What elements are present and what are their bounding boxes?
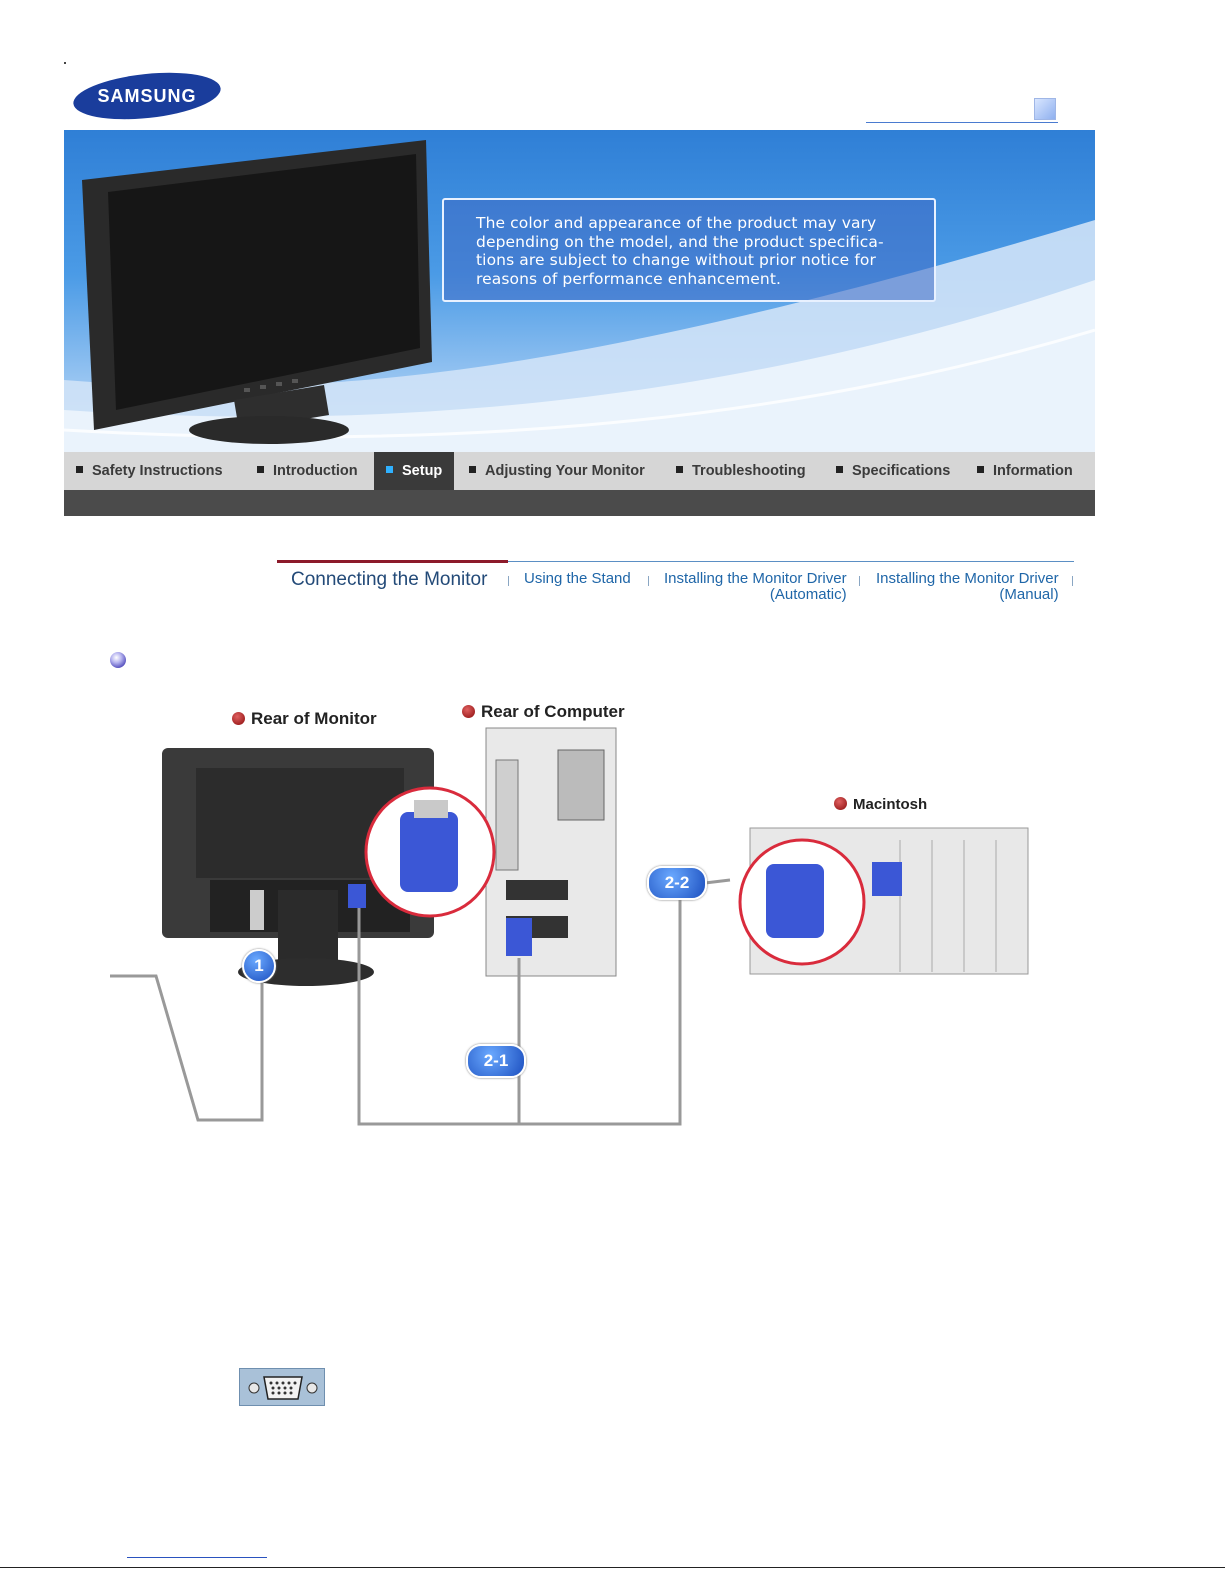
footer-rule [0,1567,1225,1568]
red-dot-icon [232,712,245,725]
nav-safety-instructions[interactable]: Safety Instructions [76,452,223,490]
subtab-divider [277,561,1074,562]
nav-troubleshooting[interactable]: Troubleshooting [676,452,806,490]
corner-mark [64,62,66,64]
subtab-connecting-the-monitor[interactable]: Connecting the Monitor [291,569,488,590]
label-rear-of-monitor: Rear of Monitor [232,709,377,729]
subtab-separator [1072,576,1073,586]
red-dot-icon [462,705,475,718]
subtab-driver-manual[interactable]: Installing the Monitor Driver (Manual) [876,570,1059,603]
section-bullet-icon [110,652,126,668]
main-nav: Safety Instructions Introduction Setup A… [64,452,1095,490]
computer-tower-illustration [485,727,617,977]
badge-2-2: 2-2 [647,866,707,900]
square-bullet-icon [977,466,984,473]
subtab-separator [859,576,860,586]
red-dot-icon [834,797,847,810]
subtab-driver-automatic[interactable]: Installing the Monitor Driver (Automatic… [664,570,847,603]
nav-adjusting-your-monitor[interactable]: Adjusting Your Monitor [469,452,645,490]
dsub-connector-icon [239,1368,325,1406]
nav-sub-bar [64,490,1095,516]
label-macintosh: Macintosh [834,796,927,813]
square-bullet-icon [836,466,843,473]
notice-box: The color and appearance of the product … [442,198,936,302]
nav-specifications[interactable]: Specifications [836,452,950,490]
corner-square-icon [1034,98,1056,120]
square-bullet-icon [386,466,393,473]
label-rear-of-computer: Rear of Computer [462,702,625,722]
banner-graphic [64,140,1095,452]
nav-information[interactable]: Information [977,452,1073,490]
subtab-separator [648,576,649,586]
subtab-active-indicator [277,560,508,563]
square-bullet-icon [76,466,83,473]
badge-1: 1 [242,949,276,983]
svg-text:SAMSUNG: SAMSUNG [97,86,196,106]
connection-diagram: Rear of Monitor Rear of Computer Macinto… [110,690,1040,1130]
nav-setup[interactable]: Setup [374,452,455,490]
subtab-separator [508,576,509,586]
hero-banner: The color and appearance of the product … [64,130,1095,452]
badge-2-1: 2-1 [466,1044,526,1078]
nav-introduction[interactable]: Introduction [257,452,358,490]
square-bullet-icon [469,466,476,473]
square-bullet-icon [257,466,264,473]
monitor-illustration [82,140,432,444]
subtab-using-the-stand[interactable]: Using the Stand [524,570,631,587]
footer-link[interactable] [127,1557,267,1558]
notice-text: The color and appearance of the product … [476,214,884,288]
samsung-logo[interactable]: SAMSUNG [72,72,222,120]
diagram-graphic [110,727,1029,1126]
square-bullet-icon [676,466,683,473]
top-link-box[interactable] [866,96,1058,123]
